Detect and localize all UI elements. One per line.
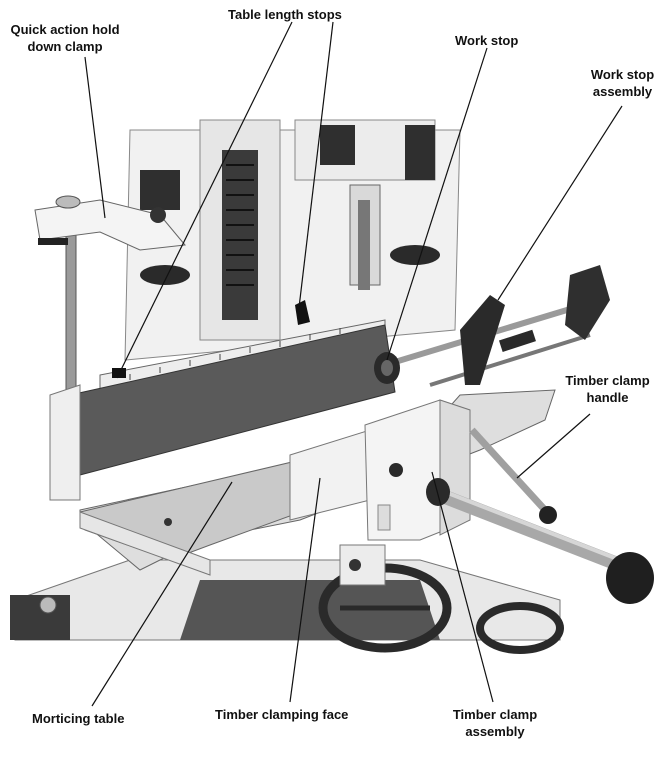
leader-timber-clamp-handle <box>516 413 591 479</box>
leader-quick-action <box>84 56 106 219</box>
label-timber-clamp-handle-line2: handle <box>586 390 629 405</box>
leader-morticing-table <box>91 481 233 707</box>
leader-lines <box>84 21 623 707</box>
leader-table-stops-b <box>297 21 334 317</box>
label-timber-clamping-face: Timber clamping face <box>215 707 349 722</box>
label-timber-clamp-assembly-line1: Timber clamp <box>452 707 538 722</box>
label-quick-action-hold-down-clamp: Quick action hold down clamp <box>0 21 130 55</box>
machine-column <box>124 119 461 361</box>
leader-work-stop <box>386 47 488 361</box>
label-work-stop-assembly-line1: Work stop <box>590 67 655 82</box>
label-work-stop-assembly: Work stop assembly <box>580 66 665 100</box>
label-timber-clamp-assembly: Timber clamp assembly <box>445 706 545 740</box>
label-quick-action-line1: Quick action hold <box>10 22 120 37</box>
leader-work-stop-assembly <box>497 105 623 301</box>
timber-clamp-handle <box>426 427 654 604</box>
leader-clamping-face <box>289 477 321 703</box>
leader-clamp-assembly <box>431 471 494 703</box>
label-timber-clamp-assembly-line2: assembly <box>465 724 525 739</box>
label-work-stop-assembly-line2: assembly <box>592 84 653 99</box>
leader-table-stops-a <box>116 21 293 379</box>
label-table-length-stops: Table length stops <box>228 7 342 22</box>
work-stop-rod <box>374 265 610 387</box>
hold-down-clamp-post <box>34 195 186 416</box>
label-timber-clamp-handle: Timber clamp handle <box>555 372 660 406</box>
label-morticing-table: Morticing table <box>32 711 125 726</box>
label-quick-action-line2: down clamp <box>27 39 103 54</box>
label-timber-clamp-handle-line1: Timber clamp <box>565 373 650 388</box>
label-work-stop: Work stop <box>455 33 519 48</box>
